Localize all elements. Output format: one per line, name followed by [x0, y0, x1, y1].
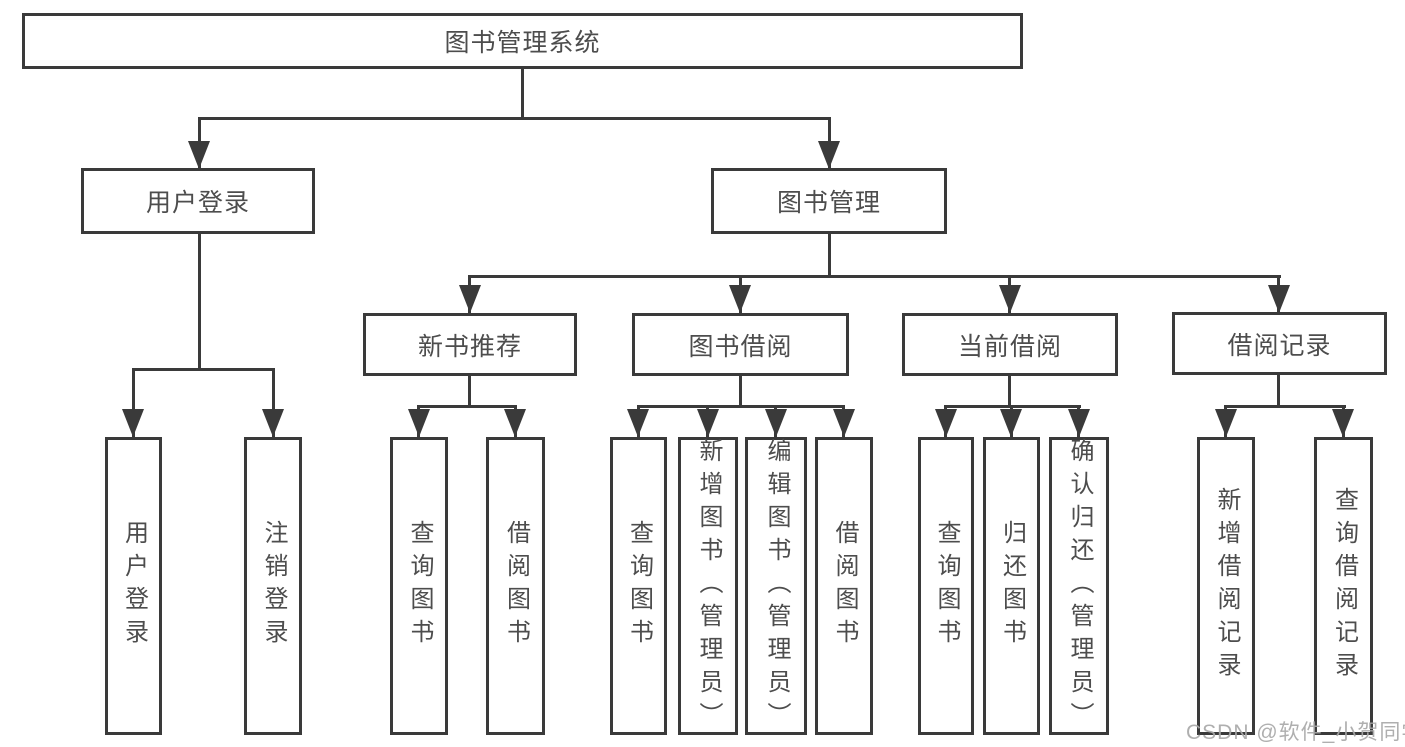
connector-segment	[637, 405, 845, 408]
leaf-label: 查询图书	[406, 520, 433, 652]
arrowhead-icon	[833, 409, 855, 437]
leaf-label: 用户登录	[120, 520, 148, 652]
leaf-user-login: 用户登录	[105, 437, 162, 735]
connector-segment	[1277, 375, 1280, 405]
connector-segment	[828, 234, 831, 278]
connector-segment	[272, 368, 275, 437]
leaf-label: 归还图书	[998, 520, 1026, 652]
arrowhead-icon	[408, 409, 430, 437]
leaf-label: 新增图书（管理员）	[695, 437, 722, 735]
node-root: 图书管理系统	[22, 13, 1023, 69]
arrowhead-icon	[459, 285, 481, 313]
node-new-book-recommend: 新书推荐	[363, 313, 577, 376]
connector-segment	[417, 405, 517, 408]
arrowhead-icon	[1068, 409, 1090, 437]
leaf-return-book: 归还图书	[983, 437, 1040, 735]
arrowhead-icon	[188, 141, 210, 169]
arrowhead-icon	[262, 409, 284, 437]
leaf-label: 确认归还（管理员）	[1066, 437, 1093, 735]
arrowhead-icon	[818, 141, 840, 169]
arrowhead-icon	[765, 409, 787, 437]
node-borrow-record: 借阅记录	[1172, 312, 1387, 375]
leaf-query-book-2: 查询图书	[610, 437, 667, 735]
leaf-label: 借阅图书	[502, 520, 530, 652]
connector-segment	[1224, 405, 1346, 408]
leaf-label: 注销登录	[260, 520, 287, 652]
leaf-label: 查询图书	[625, 520, 653, 652]
node-user-login: 用户登录	[81, 168, 315, 234]
leaf-add-borrow-record: 新增借阅记录	[1197, 437, 1255, 735]
leaf-label: 借阅图书	[831, 520, 858, 652]
node-book-borrow: 图书借阅	[632, 313, 849, 376]
leaf-query-borrow-record: 查询借阅记录	[1314, 437, 1373, 735]
arrowhead-icon	[697, 409, 719, 437]
connector-segment	[1008, 376, 1011, 405]
connector-segment	[468, 376, 471, 405]
arrowhead-icon	[1332, 409, 1354, 437]
leaf-confirm-return-admin: 确认归还（管理员）	[1049, 437, 1109, 735]
leaf-label: 查询借阅记录	[1330, 487, 1358, 685]
leaf-label: 编辑图书（管理员）	[763, 437, 790, 735]
connector-segment	[132, 368, 135, 437]
leaf-borrow-book-1: 借阅图书	[486, 437, 545, 735]
arrowhead-icon	[122, 409, 144, 437]
connector-segment	[198, 234, 201, 371]
node-current-borrow: 当前借阅	[902, 313, 1118, 376]
leaf-edit-book-admin: 编辑图书（管理员）	[745, 437, 807, 735]
csdn-watermark: CSDN @软件_小贺同学	[1186, 721, 1405, 744]
leaf-label: 查询图书	[933, 520, 960, 652]
arrowhead-icon	[729, 285, 751, 313]
leaf-borrow-book-2: 借阅图书	[815, 437, 873, 735]
connector-segment	[468, 275, 1281, 278]
arrowhead-icon	[935, 409, 957, 437]
arrowhead-icon	[504, 409, 526, 437]
leaf-logout: 注销登录	[244, 437, 302, 735]
arrowhead-icon	[1215, 409, 1237, 437]
connector-segment	[739, 376, 742, 405]
arrowhead-icon	[1268, 285, 1290, 313]
connector-segment	[521, 69, 524, 118]
leaf-add-book-admin: 新增图书（管理员）	[678, 437, 738, 735]
arrowhead-icon	[627, 409, 649, 437]
leaf-query-book-1: 查询图书	[390, 437, 448, 735]
arrowhead-icon	[1000, 409, 1022, 437]
leaf-query-book-3: 查询图书	[918, 437, 974, 735]
connector-segment	[132, 368, 275, 371]
node-book-management: 图书管理	[711, 168, 947, 234]
leaf-label: 新增借阅记录	[1213, 487, 1240, 685]
arrowhead-icon	[999, 285, 1021, 313]
connector-segment	[198, 117, 831, 120]
